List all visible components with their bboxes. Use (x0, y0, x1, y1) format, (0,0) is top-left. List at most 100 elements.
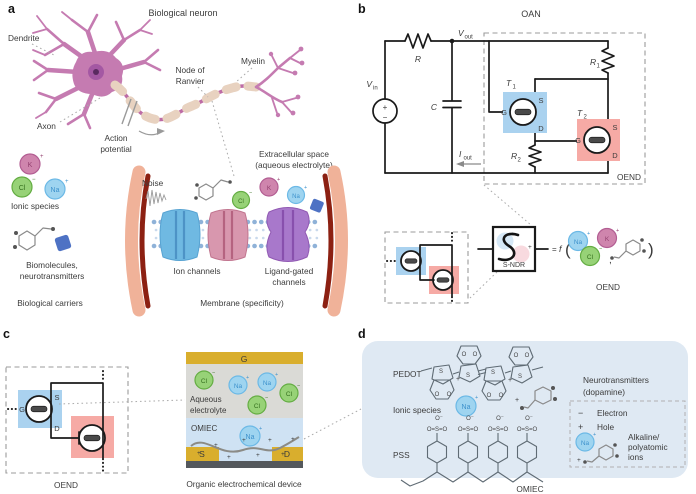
t1-s: S (538, 96, 543, 105)
gate-label: G (241, 354, 248, 364)
ion-k-charge: + (277, 177, 280, 183)
ion-na-charge: + (475, 395, 478, 401)
hole-plus: + (214, 442, 218, 449)
t2-s: S (612, 123, 617, 132)
pss-backbone (400, 471, 544, 487)
hole-plus: + (281, 451, 285, 458)
panel-letter-c: c (3, 327, 10, 341)
sulfonate: O=S=O (517, 427, 538, 433)
hole-plus: + (242, 437, 246, 444)
action-potential-slash (121, 98, 138, 127)
ion-cl-charge: − (249, 190, 252, 196)
r-label: R (415, 54, 421, 64)
dopamine-plus: + (515, 397, 519, 404)
t2-d: D (612, 151, 618, 160)
hole-plus: + (268, 437, 272, 444)
electrolyte-ion-cl-3: Cl − (247, 395, 268, 415)
ion-na-charge: + (246, 375, 249, 381)
t2-g: G (575, 136, 581, 145)
label-action-2: potential (100, 144, 132, 154)
hole-plus: + (227, 454, 231, 461)
label-biological-carriers: Biological carriers (17, 298, 82, 308)
o-atom: O (447, 392, 452, 398)
ion-na-charge: + (65, 179, 69, 185)
r2-sub: 2 (518, 158, 522, 164)
o-atom: O (499, 393, 504, 399)
oend-mini-schematic (384, 231, 469, 304)
oend-dashed-box (483, 32, 646, 185)
label-ion-channels: Ion channels (173, 266, 220, 276)
s-atom: S (439, 369, 443, 375)
panel-d-dopamine (520, 386, 557, 410)
label-extracellular-1: Extracellular space (259, 149, 329, 159)
leader-lines-a (31, 43, 253, 177)
drain-electrode (272, 447, 303, 461)
label-extracellular-2: (aqueous electrolyte) (255, 160, 333, 170)
close-paren: ) (648, 240, 654, 259)
ion-cl-label: Cl (238, 199, 244, 205)
label-membrane: Membrane (specificity) (200, 298, 284, 308)
t1-label: T (506, 78, 512, 88)
neurotransmitters-label-1: Neurotransmitters (583, 375, 649, 385)
neurotransmitters-label-2: (dopamine) (583, 387, 625, 397)
eq-ion-cl: Cl − (579, 245, 602, 267)
organic-electrochemical-device: G S D Cl − Na + Na + Cl − Cl − (186, 352, 303, 468)
ion-k-charge: + (616, 228, 619, 234)
source-electrode (186, 447, 219, 461)
sndr-pink-halo (512, 245, 530, 263)
ion-cl-label: Cl (587, 254, 594, 261)
ion-cl-charge: − (32, 177, 36, 183)
label-axon: Axon (37, 121, 56, 131)
ion-na-charge: + (275, 372, 278, 378)
sndr-element: + + S-NDR (477, 225, 549, 273)
ion-cl-charge: − (212, 370, 215, 376)
label-node-2: Ranvier (176, 76, 205, 86)
s-atom: S (491, 370, 495, 376)
membrane-ion-na: Na + (286, 185, 307, 205)
vout-node (449, 38, 455, 44)
open-paren: ( (565, 240, 571, 259)
source-label: S (199, 449, 205, 459)
legend: − Electron + Hole Na + + Alkaline/ polya… (569, 400, 686, 468)
ion-na-label: Na (246, 434, 255, 441)
polymer-chain (190, 436, 300, 453)
ion-na-charge: + (304, 185, 307, 191)
r1-label: R (590, 57, 596, 67)
ion-cl-charge: − (265, 395, 268, 401)
comma: , (609, 255, 612, 266)
pss-unit: O⁻ O=S=O (427, 416, 448, 472)
ion-na-label: Na (263, 380, 272, 387)
hole-charges: + + + + + + + + (197, 436, 295, 461)
ion-k-charge: + (40, 154, 44, 160)
oect-d: D (54, 424, 60, 433)
ion-k: K + (19, 153, 44, 175)
label-ligand-gated-1: Ligand-gated (265, 266, 314, 276)
o-atom: O (525, 353, 530, 359)
pedot-plus: + (508, 377, 512, 384)
ion-cl-label: Cl (286, 391, 293, 398)
electrolyte-ion-cl-2: Cl − (279, 383, 300, 403)
f-symbol: f (559, 244, 563, 254)
source-minus: − (383, 113, 388, 122)
equals-sign: = (552, 245, 557, 254)
voltage-source: + − (372, 98, 398, 124)
legend-ion-na: Na + (575, 432, 596, 452)
alkaline-label-3: ions (628, 452, 643, 462)
sulfonate: O=S=O (427, 427, 448, 433)
label-dendrite: Dendrite (8, 33, 40, 43)
sulfonate: O=S=O (488, 427, 509, 433)
oend-schematic: G S D (5, 366, 129, 474)
ion-channel-blue (159, 209, 201, 261)
electrolyte-ion-cl-1: Cl − (194, 370, 215, 390)
r2-label: R (511, 151, 517, 161)
panel-c: c G S D OEND G S D (3, 327, 362, 490)
omiec-panel-bg (362, 341, 688, 478)
pss-unit: O⁻ O=S=O (458, 416, 479, 472)
neuron-illustration (32, 11, 305, 136)
panel-letter-a: a (8, 2, 16, 16)
pss-structure: O⁻ O=S=O O⁻ O=S=O O⁻ O=S=O O⁻ O=S=O (400, 416, 544, 487)
ion-na-label: Na (234, 383, 243, 390)
o-atom: O (435, 392, 440, 398)
vin-label: V (366, 79, 373, 89)
